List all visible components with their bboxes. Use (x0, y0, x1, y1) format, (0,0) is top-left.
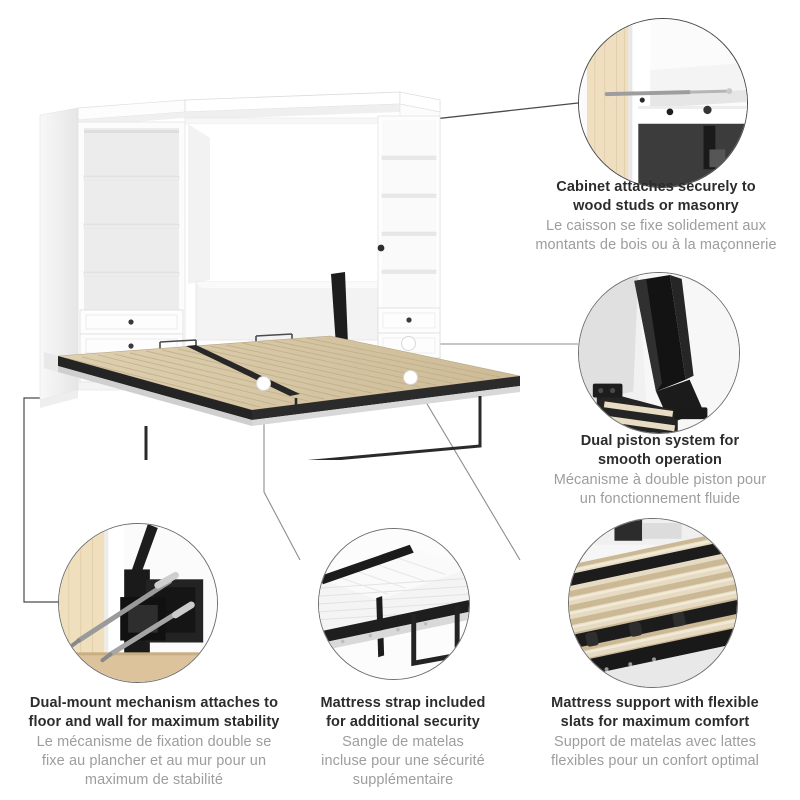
detail-image-mattress-strap (318, 528, 470, 680)
caption-cabinet-mount: Cabinet attaches securely to wood studs … (512, 178, 800, 255)
detail-image-dual-piston (578, 272, 740, 434)
caption-heading: Mattress strap included for additional s… (320, 695, 486, 730)
detail-image-dual-mount (58, 523, 218, 683)
caption-heading: Mattress support with flexible slats for… (551, 695, 759, 730)
marker-dual-piston (401, 336, 416, 351)
detail-image-flexible-slats (568, 518, 738, 688)
marker-flexible-slats (403, 370, 418, 385)
caption-heading: Dual piston system for smooth operation (580, 433, 740, 468)
caption-subtext: Support de matelas avec lattes flexibles… (550, 734, 760, 769)
caption-heading: Dual-mount mechanism attaches to floor a… (28, 695, 280, 730)
caption-subtext: Mécanisme à double piston pour un foncti… (553, 472, 767, 507)
detail-image-cabinet-mount (578, 18, 748, 188)
marker-mattress-strap (256, 376, 271, 391)
caption-heading: Cabinet attaches securely to wood studs … (556, 179, 756, 214)
caption-mattress-strap: Mattress strap included for additional s… (304, 694, 502, 790)
caption-subtext: Le caisson se fixe solidement aux montan… (535, 218, 777, 253)
caption-subtext: Le mécanisme de fixation double se fixe … (36, 734, 272, 788)
caption-flexible-slats: Mattress support with flexible slats for… (512, 694, 798, 771)
caption-dual-piston: Dual piston system for smooth operation … (520, 432, 800, 509)
caption-dual-mount: Dual-mount mechanism attaches to floor a… (8, 694, 300, 790)
right-cabinet-shelves (381, 155, 437, 274)
left-cabinet-shelves (83, 130, 180, 277)
product-illustration (0, 60, 560, 460)
caption-subtext: Sangle de matelas incluse pour une sécur… (321, 734, 485, 788)
